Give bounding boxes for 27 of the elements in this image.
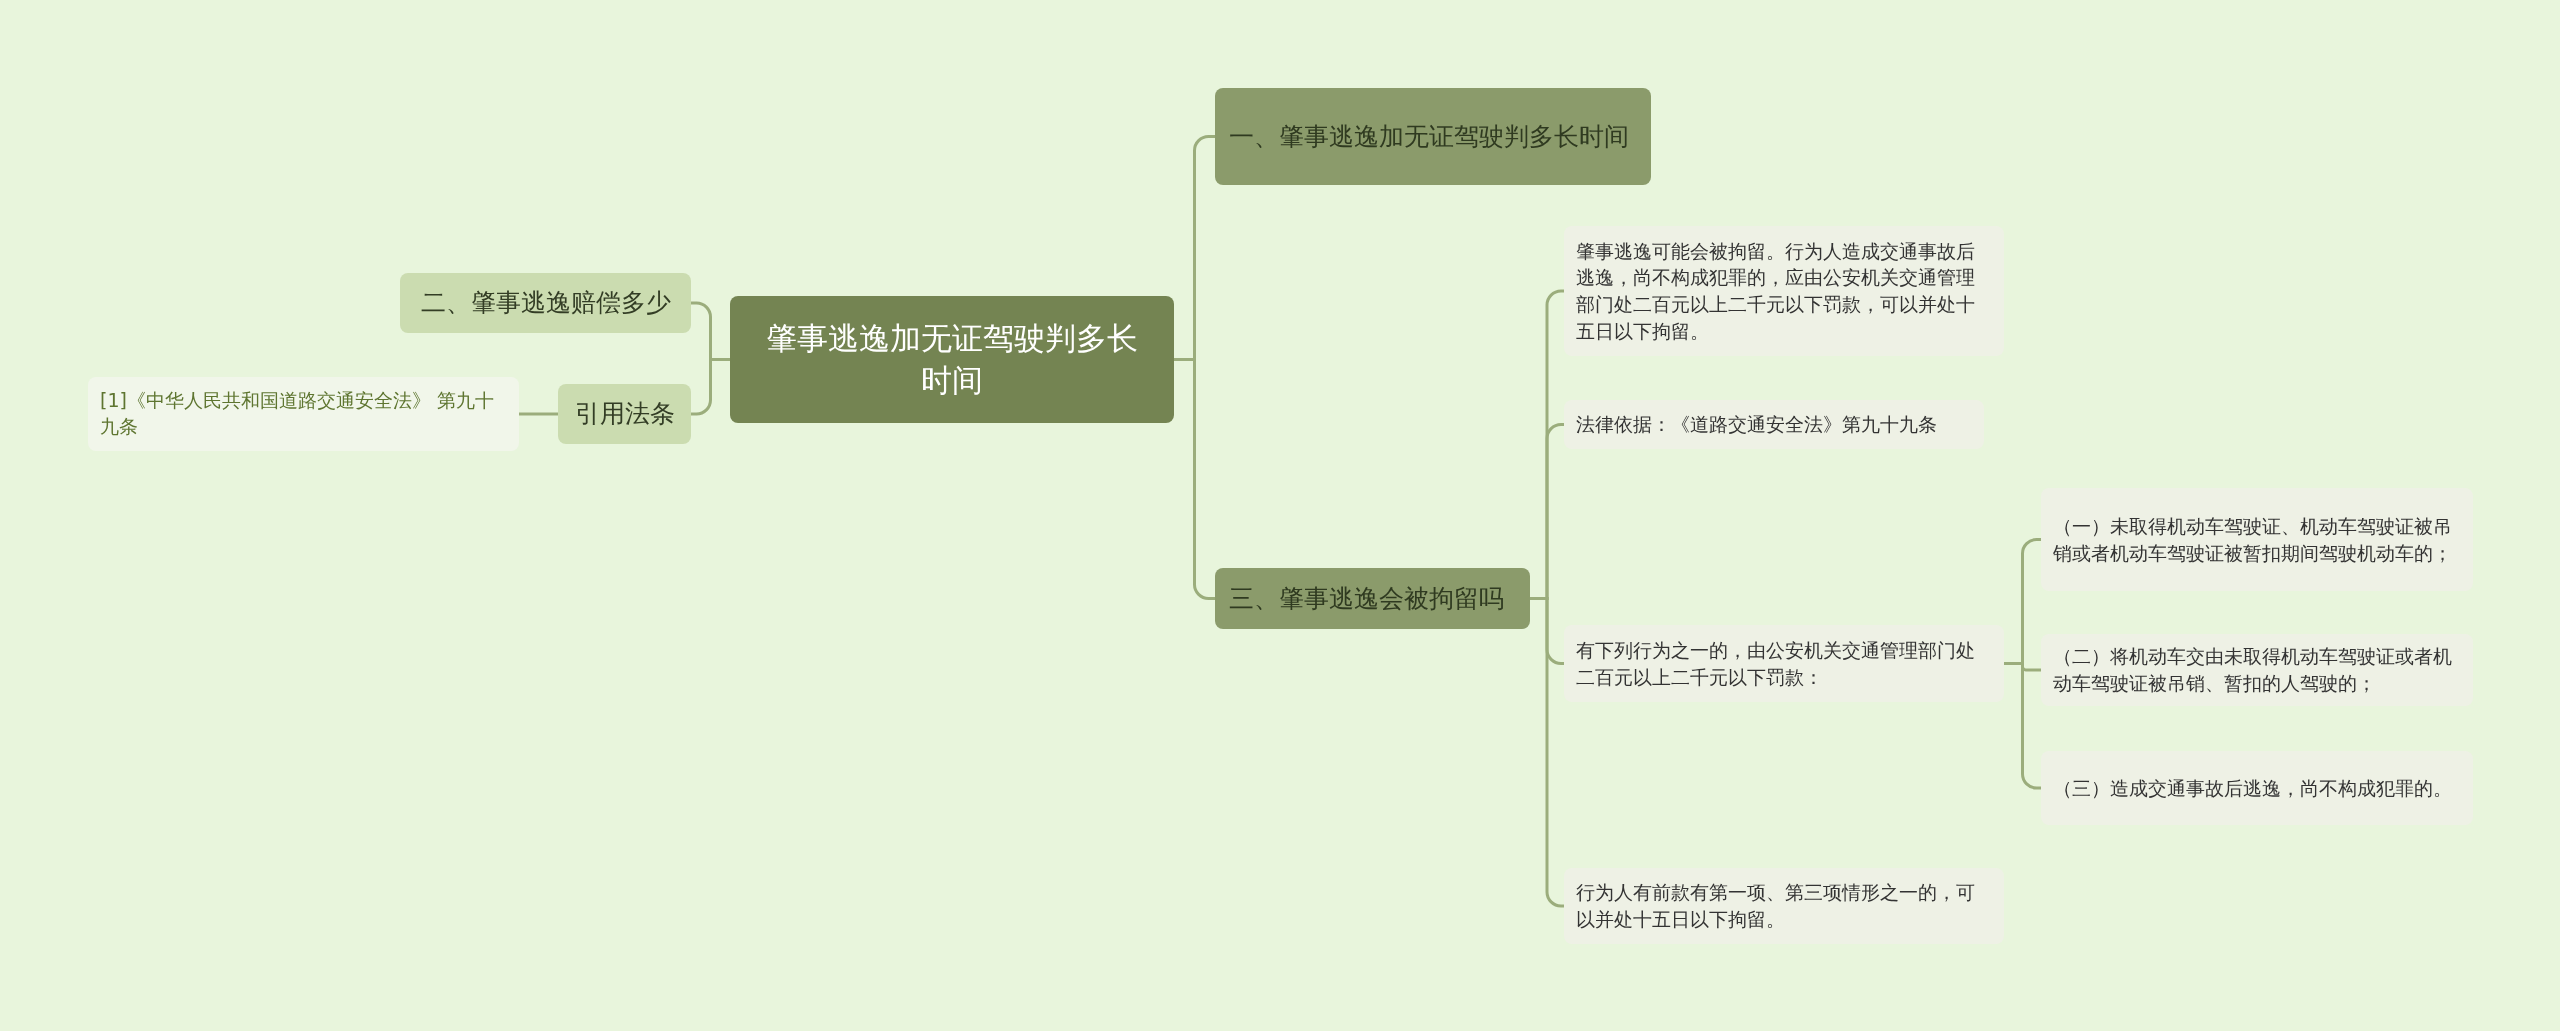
central-topic <box>730 296 1174 423</box>
node-text: 一、肇事逃逸加无证驾驶判多长时间 <box>1229 121 1629 153</box>
node-text: （一）未取得机动车驾驶证、机动车驾驶证被吊销或者机动车驾驶证被暂扣期间驾驶机动车的； <box>2053 513 2453 566</box>
detail-note <box>1564 226 2004 356</box>
node-text: 有下列行为之一的，由公安机关交通管理部门处二百元以上二千元以下罚款： <box>1576 637 1976 690</box>
node-text: 二、肇事逃逸赔偿多少 <box>420 286 671 319</box>
branch-topic <box>558 384 691 444</box>
branch-topic <box>1215 88 1651 185</box>
node-text: （三）造成交通事故后逃逸，尚不构成犯罪的。 <box>2053 775 2452 801</box>
node-text: 行为人有前款有第一项、第三项情形之一的，可以并处十五日以下拘留。 <box>1576 880 1976 932</box>
detail-note <box>2041 488 2473 591</box>
node-text: [1]《中华人民共和国道路交通安全法》 第九十九条 <box>100 388 495 439</box>
detail-note <box>2041 751 2473 825</box>
branch-topic <box>1215 568 1530 629</box>
node-text: 肇事逃逸可能会被拘留。行为人造成交通事故后逃逸，尚不构成犯罪的，应由公安机关交通管理部门处二百元以上二千元以下罚款，可以并处十五日以下拘留。 <box>1576 238 1976 344</box>
node-text: （二）将机动车交由未取得机动车驾驶证或者机动车驾驶证被吊销、暂扣的人驾驶的； <box>2053 644 2453 696</box>
node-text: 法律依据：《道路交通安全法》第九十九条 <box>1576 412 1937 438</box>
node-text: 肇事逃逸加无证驾驶判多长时间 <box>765 318 1139 400</box>
detail-note <box>1564 625 2004 702</box>
detail-note <box>1564 400 1984 449</box>
detail-note <box>2041 634 2473 706</box>
reference-note <box>88 377 519 451</box>
node-text: 引用法条 <box>574 397 675 430</box>
node-text: 三、肇事逃逸会被拘留吗 <box>1229 583 1504 615</box>
detail-note <box>1564 868 2004 944</box>
connector-line <box>519 412 558 416</box>
branch-topic <box>400 273 691 333</box>
